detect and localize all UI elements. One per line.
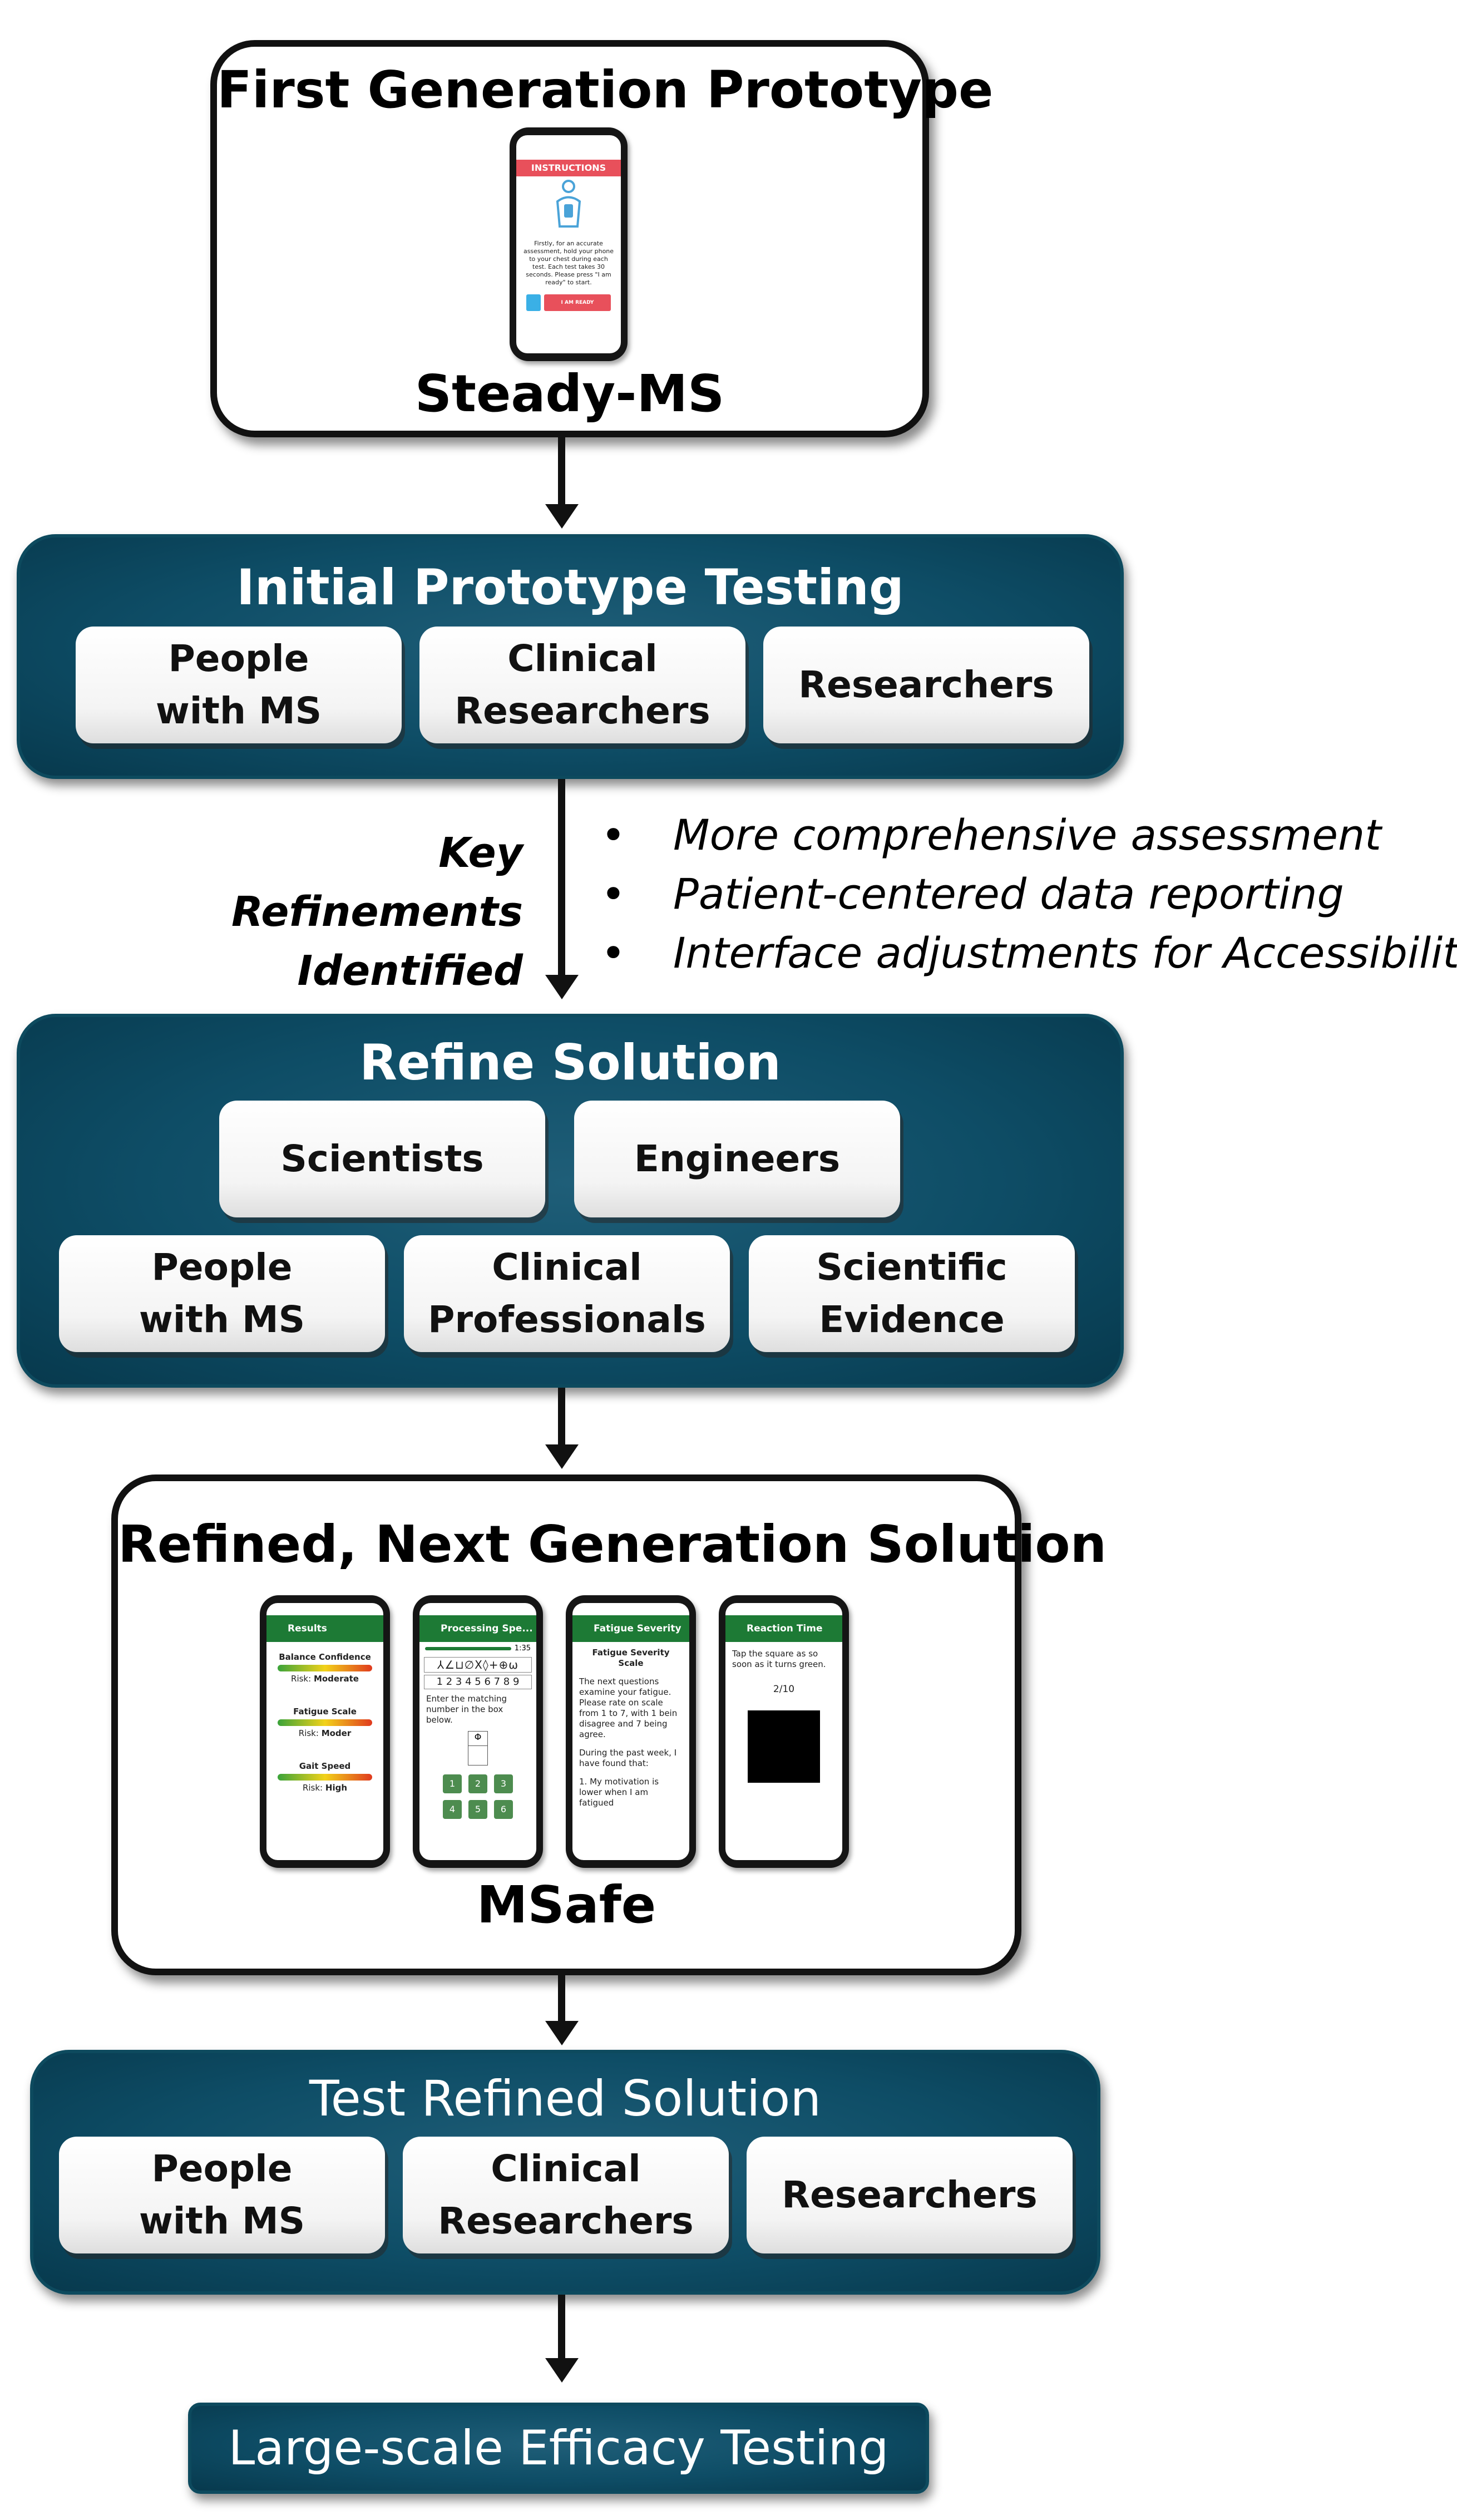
- refinement-item-2: Patient-centered data reporting: [601, 865, 1446, 924]
- refine-solution-panel: Refine Solution Scientists Engineers Peo…: [17, 1014, 1124, 1388]
- arrow-head-4: [545, 2021, 579, 2045]
- balance-risk: Risk: Moderate: [291, 1674, 359, 1684]
- gait-label: Gait Speed: [299, 1761, 351, 1771]
- msafe-label: MSafe: [476, 1875, 656, 1935]
- arrow-shaft-3: [558, 1388, 565, 1449]
- balance-label: Balance Confidence: [279, 1652, 371, 1662]
- initial-clinical-researchers: Clinical Researchers: [419, 627, 745, 743]
- test-refined-panel: Test Refined Solution People with MS Cli…: [30, 2050, 1100, 2295]
- answer-box[interactable]: [468, 1745, 487, 1762]
- next-generation-card: Refined, Next Generation Solution Result…: [111, 1474, 1107, 1975]
- arrow-head-5: [545, 2358, 579, 2383]
- target-symbol-box: Φ: [468, 1731, 488, 1766]
- processing-instruction: Enter the matching number in the box bel…: [426, 1694, 507, 1725]
- arrow-head-2: [545, 975, 579, 999]
- refine-scientific-evidence: Scientific Evidence: [749, 1235, 1075, 1352]
- fatigue-risk: Risk: Moder: [298, 1728, 352, 1738]
- fatigue-prompt: During the past week, I have found that:: [579, 1748, 677, 1768]
- ready-row: I AM READY: [516, 294, 621, 311]
- progress-track: [425, 1646, 511, 1650]
- ready-button[interactable]: I AM READY: [544, 294, 611, 311]
- next-generation-title: Refined, Next Generation Solution: [118, 1515, 1107, 1574]
- results-phone: Results Balance Confidence Risk: Moderat…: [260, 1595, 390, 1868]
- arrow-shaft-1: [558, 437, 565, 510]
- key-4[interactable]: 4: [443, 1800, 462, 1819]
- reaction-counter: 2/10: [773, 1684, 795, 1695]
- key-5[interactable]: 5: [468, 1800, 487, 1819]
- first-generation-card: First Generation Prototype INSTRUCTIONS …: [210, 40, 994, 437]
- reaction-square[interactable]: [748, 1710, 820, 1783]
- arrow-head-3: [545, 1444, 579, 1469]
- reaction-instruction: Tap the square as so soon as it turns gr…: [732, 1649, 826, 1669]
- gait-bar: [278, 1774, 372, 1781]
- fatigue-appbar: Fatigue Severity: [572, 1615, 689, 1642]
- first-generation-title: First Generation Prototype: [217, 60, 994, 120]
- refine-solution-title: Refine Solution: [359, 1034, 781, 1091]
- reaction-phone: Reaction Time Tap the square as so soon …: [719, 1595, 849, 1868]
- test-refined-title: Test Refined Solution: [309, 2070, 822, 2127]
- arrow-head-1: [545, 504, 579, 529]
- back-button[interactable]: [526, 294, 541, 311]
- balance-bar: [278, 1665, 372, 1671]
- steady-ms-phone: INSTRUCTIONS Firstly, for an accurate as…: [510, 127, 628, 361]
- arrow-shaft-5: [558, 2295, 565, 2363]
- refine-engineers: Engineers: [574, 1101, 900, 1217]
- number-keypad: 1 2 3 4 5 6: [419, 1774, 536, 1819]
- key-3[interactable]: 3: [494, 1774, 513, 1793]
- refine-people-with-ms: People with MS: [59, 1235, 385, 1352]
- key-6[interactable]: 6: [494, 1800, 513, 1819]
- fatigue-intro: The next questions examine your fatigue.…: [579, 1676, 678, 1739]
- processing-progress: 1:35: [419, 1642, 536, 1655]
- key-refinements-label: Key Refinements Identified: [231, 829, 523, 995]
- initial-people-with-ms: People with MS: [76, 627, 402, 743]
- steady-ms-label: Steady-MS: [414, 364, 725, 423]
- fatigue-screen: Fatigue Severity Fatigue Severity Scale …: [572, 1603, 689, 1860]
- fatigue-scale-title: Fatigue Severity Scale: [592, 1648, 670, 1668]
- processing-appbar: Processing Spe...: [419, 1615, 536, 1642]
- refinement-item-1: More comprehensive assessment: [601, 806, 1446, 865]
- test-researchers: Researchers: [747, 2137, 1073, 2253]
- target-symbol: Φ: [474, 1732, 482, 1742]
- initial-researchers: Researchers: [763, 627, 1089, 743]
- instructions-header: INSTRUCTIONS: [516, 160, 621, 176]
- results-screen: Results Balance Confidence Risk: Moderat…: [266, 1603, 383, 1860]
- arrow-shaft-4: [558, 1975, 565, 2025]
- reaction-screen: Reaction Time Tap the square as so soon …: [725, 1603, 842, 1860]
- fatigue-label: Fatigue Scale: [293, 1707, 357, 1717]
- final-efficacy-panel: Large-scale Efficacy Testing: [188, 2403, 929, 2494]
- initial-testing-panel: Initial Prototype Testing People with MS…: [17, 534, 1124, 779]
- fatigue-phone: Fatigue Severity Fatigue Severity Scale …: [566, 1595, 696, 1868]
- person-phone-icon: [556, 180, 581, 228]
- fatigue-bar: [278, 1719, 372, 1726]
- key-1[interactable]: 1: [443, 1774, 462, 1793]
- symbol-key: ⅄∠⊔∅X◊+⊕ω: [424, 1657, 532, 1673]
- processing-phone: Processing Spe... 1:35 ⅄∠⊔∅X◊+⊕ω 1 2 3 4…: [413, 1595, 543, 1868]
- refinements-list: More comprehensive assessment Patient-ce…: [601, 806, 1457, 983]
- steady-ms-screen: INSTRUCTIONS Firstly, for an accurate as…: [516, 135, 621, 353]
- instructions-text: Firstly, for an accurate assessment, hol…: [523, 240, 614, 286]
- arrow-shaft-2: [558, 779, 565, 979]
- reaction-appbar: Reaction Time: [725, 1615, 842, 1642]
- gait-risk: Risk: High: [302, 1783, 348, 1793]
- processing-timer: 1:35: [514, 1644, 531, 1653]
- test-people-with-ms: People with MS: [59, 2137, 385, 2253]
- processing-screen: Processing Spe... 1:35 ⅄∠⊔∅X◊+⊕ω 1 2 3 4…: [419, 1603, 536, 1860]
- refine-scientists: Scientists: [219, 1101, 545, 1217]
- initial-testing-title: Initial Prototype Testing: [236, 559, 904, 616]
- key-2[interactable]: 2: [468, 1774, 487, 1793]
- refine-clinical-professionals: Clinical Professionals: [404, 1235, 730, 1352]
- results-appbar: Results: [266, 1615, 383, 1642]
- final-efficacy-title: Large-scale Efficacy Testing: [228, 2420, 889, 2476]
- test-clinical-researchers: Clinical Researchers: [403, 2137, 729, 2253]
- refinement-item-3: Interface adjustments for Accessibility: [601, 924, 1457, 983]
- fatigue-question: 1. My motivation is lower when I am fati…: [579, 1777, 659, 1808]
- digit-key: 1 2 3 4 5 6 7 8 9: [424, 1675, 532, 1689]
